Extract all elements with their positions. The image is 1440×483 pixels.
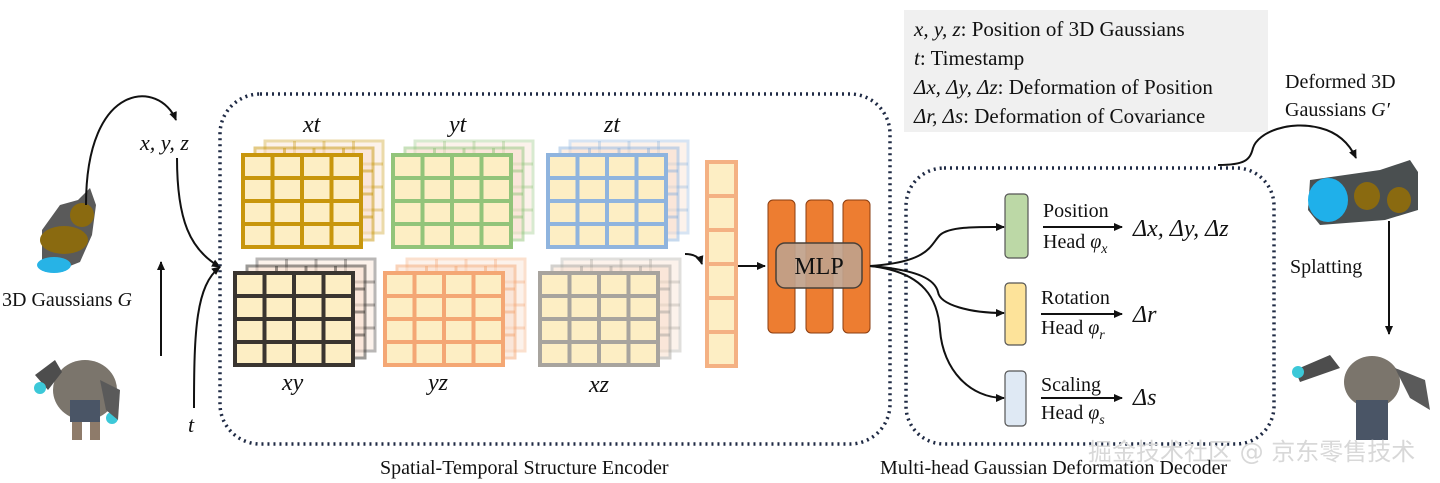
position-head-name: Position <box>1043 200 1109 222</box>
mlp-block: MLP <box>767 199 871 334</box>
plane-label-xy: xy <box>281 370 304 396</box>
feature-planes <box>233 139 690 367</box>
encoder-title: Spatial-Temporal Structure Encoder <box>380 457 669 479</box>
position-head-block <box>1004 193 1029 259</box>
position-head-output: Δx, Δy, Δz <box>1132 216 1229 242</box>
mlp-label: MLP <box>794 254 843 280</box>
legend-item-position: x, y, z: Position of 3D Gaussians <box>913 17 1185 41</box>
position-input-label: x, y, z <box>139 130 189 155</box>
plane-stack-xz <box>538 257 682 367</box>
feature-vector-cell <box>705 262 738 300</box>
decoder-head-rotation: Rotation Head φr Δr <box>1004 282 1157 346</box>
rotation-head-subtitle: Head φr <box>1041 317 1105 343</box>
splatting-label: Splatting <box>1290 256 1362 278</box>
plane-label-yz: yz <box>426 370 449 396</box>
legend-item-timestamp: t: Timestamp <box>914 46 1024 70</box>
legend-item-deformation-position: Δx, Δy, Δz: Deformation of Position <box>913 75 1213 99</box>
plane-stack-yt <box>391 139 535 249</box>
plane-stack-xy <box>233 257 377 367</box>
rotation-head-output: Δr <box>1132 302 1157 328</box>
plane-stack-xt <box>241 139 385 249</box>
plane-stack-yz <box>383 257 527 367</box>
decoder-title: Multi-head Gaussian Deformation Decoder <box>880 457 1227 479</box>
feature-vector-cell <box>705 296 738 334</box>
arrow-planes-to-vector <box>684 253 704 265</box>
plane-label-zt: zt <box>603 112 621 138</box>
plane-label-xz: xz <box>588 372 610 398</box>
feature-vector <box>705 160 738 368</box>
arrow-blob-to-position <box>85 95 177 206</box>
feature-vector-cell <box>705 194 738 232</box>
deformed-label-line1: Deformed 3D <box>1285 71 1396 93</box>
arrow-time-to-encoder <box>193 266 221 409</box>
feature-vector-cell <box>705 160 738 198</box>
deformed-gaussians-image <box>1308 160 1418 225</box>
legend-background <box>904 10 1268 132</box>
legend: x, y, z: Position of 3D Gaussians t: Tim… <box>904 10 1268 132</box>
legend-item-deformation-covariance: Δr, Δs: Deformation of Covariance <box>913 104 1205 128</box>
input-section: 3D Gaussians G x, y, z t <box>2 95 221 440</box>
plane-stack-zt <box>546 139 690 249</box>
arrow-mlp-to-rotation-head <box>869 265 1005 317</box>
watermark: 掘金技术社区 @ 京东零售技术 <box>1088 438 1415 466</box>
rotation-head-block <box>1004 282 1027 346</box>
character-image <box>34 360 120 440</box>
deformed-label-line2: Gaussians G′ <box>1285 99 1391 121</box>
output-section: Deformed 3D Gaussians G′ Splatting <box>1217 71 1430 440</box>
arrow-mlp-to-scaling-head <box>869 265 1005 402</box>
scaling-head-output: Δs <box>1132 385 1156 411</box>
decoder-head-position: Position Head φx Δx, Δy, Δz <box>1004 193 1229 259</box>
plane-label-yt: yt <box>447 112 468 138</box>
gaussians-label: 3D Gaussians G <box>2 289 133 311</box>
decoder-frame <box>904 166 1276 446</box>
scaling-head-subtitle: Head φs <box>1041 402 1105 428</box>
arrow-decoder-to-deformed <box>1217 124 1357 166</box>
mlp-label-box <box>775 242 863 289</box>
gaussian-blob-image <box>37 188 96 273</box>
feature-vector-cell <box>705 228 738 266</box>
position-head-subtitle: Head φx <box>1043 231 1108 257</box>
scaling-head-block <box>1004 370 1027 427</box>
time-input-label: t <box>188 412 195 437</box>
rotation-head-name: Rotation <box>1041 287 1110 309</box>
decoder-head-scaling: Scaling Head φs Δs <box>1004 370 1156 428</box>
arrow-mlp-to-position-head <box>869 222 1005 267</box>
scaling-head-name: Scaling <box>1041 374 1101 396</box>
arrow-position-to-encoder <box>176 157 221 268</box>
rendered-character-image <box>1292 355 1430 440</box>
plane-label-xt: xt <box>302 112 322 138</box>
feature-vector-cell <box>705 330 738 368</box>
